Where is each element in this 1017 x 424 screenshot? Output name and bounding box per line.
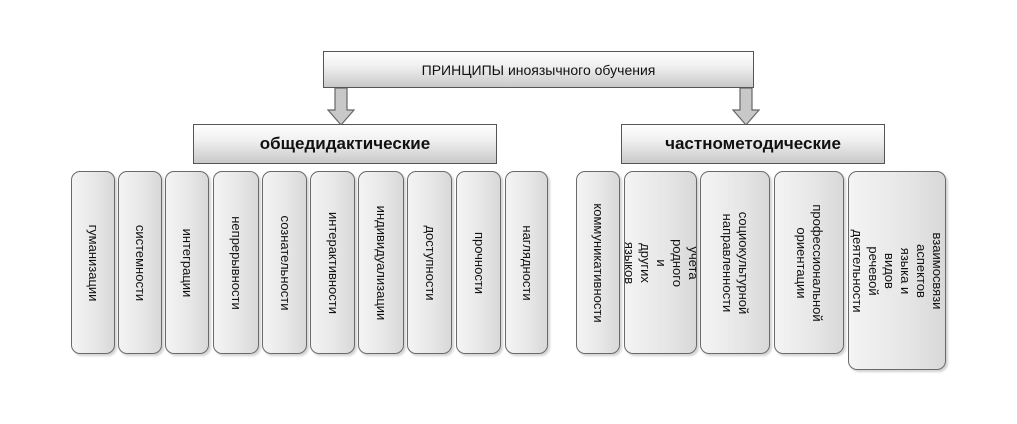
- principle-consciousness: сознательности: [262, 171, 307, 354]
- principle-label: сознательности: [277, 215, 293, 310]
- principle-professional: профессиональной ориентации: [774, 171, 844, 354]
- principle-label: доступности: [422, 224, 438, 301]
- principle-label: интерактивности: [325, 211, 341, 314]
- principle-interactivity: интерактивности: [310, 171, 355, 354]
- principle-label: интеграции: [180, 228, 195, 297]
- principle-systematicity: системности: [118, 171, 162, 354]
- principle-continuity: непрерывности: [213, 171, 259, 354]
- arrow-down-icon: [732, 88, 760, 126]
- principle-label: учета родного и других языков: [624, 238, 697, 287]
- principle-interrelation: взаимосвязи аспектов языка и видов речев…: [848, 171, 946, 370]
- principle-accessibility: доступности: [407, 171, 452, 354]
- principle-individualization: индивидуализации: [358, 171, 404, 354]
- category-specific-methodical: частнометодические: [621, 124, 885, 164]
- principle-durability: прочности: [456, 171, 501, 354]
- principle-sociocultural: социокультурной направленности: [700, 171, 770, 354]
- principle-label: гуманизации: [86, 224, 101, 301]
- diagram-title: ПРИНЦИПЫ иноязычного обучения: [323, 51, 754, 88]
- arrow-down-icon: [327, 88, 355, 126]
- principle-label: профессиональной ориентации: [794, 203, 825, 322]
- principle-visualization: наглядности: [505, 171, 548, 354]
- principle-humanization: гуманизации: [71, 171, 115, 354]
- category-general-didactic: общедидактические: [193, 124, 497, 164]
- principle-integration: интеграции: [165, 171, 209, 354]
- principle-label: прочности: [471, 231, 487, 294]
- principle-native-languages: учета родного и других языков: [624, 171, 697, 354]
- principle-label: системности: [133, 224, 148, 301]
- principle-label: непрерывности: [229, 215, 244, 310]
- principle-label: наглядности: [519, 224, 535, 301]
- principle-label: социокультурной направленности: [720, 211, 751, 314]
- principle-label: индивидуализации: [374, 205, 389, 320]
- principle-communicativeness: коммуникативности: [576, 171, 620, 354]
- principle-label: коммуникативности: [591, 202, 606, 323]
- principle-label: взаимосвязи аспектов языка и видов речев…: [850, 229, 945, 312]
